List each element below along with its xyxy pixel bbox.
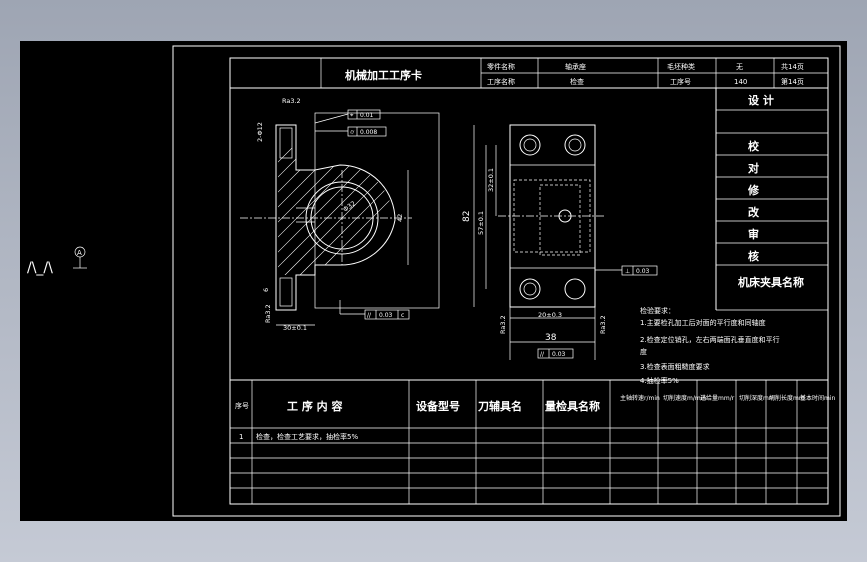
svg-text:2.检查定位销孔，左右两端面孔垂直度和平行: 2.检查定位销孔，左右两端面孔垂直度和平行 bbox=[640, 335, 780, 344]
col-seq: 序号 bbox=[235, 401, 249, 410]
svg-text:检验要求：: 检验要求： bbox=[640, 306, 675, 315]
svg-text:1.主要检孔加工后对面的平行度和同轴度: 1.主要检孔加工后对面的平行度和同轴度 bbox=[640, 318, 766, 327]
svg-text:3.检查表面粗糙度要求: 3.检查表面粗糙度要求 bbox=[640, 362, 710, 371]
svg-text:Ra3.2: Ra3.2 bbox=[499, 315, 507, 334]
svg-text:0.03: 0.03 bbox=[379, 312, 393, 319]
col-time: 基本时间min bbox=[800, 394, 836, 402]
check-char-3: 修 bbox=[747, 183, 760, 197]
svg-text:57±0.1: 57±0.1 bbox=[477, 211, 485, 235]
svg-text:⌖: ⌖ bbox=[350, 112, 354, 119]
tolerance-frame-cyl: ⌭ 0.008 bbox=[347, 126, 387, 137]
svg-text:6: 6 bbox=[262, 288, 270, 292]
check-char-1: 校 bbox=[748, 139, 760, 153]
process-name-value: 检查 bbox=[570, 77, 584, 86]
part-name-label: 零件名称 bbox=[487, 62, 515, 71]
col-tools: 刀辅具名 bbox=[478, 399, 522, 413]
card-title: 机械加工工序卡 bbox=[345, 68, 422, 82]
inner-frame bbox=[229, 57, 829, 505]
svg-text:0.03: 0.03 bbox=[636, 268, 650, 275]
col-content: 工 序 内 容 bbox=[287, 399, 343, 413]
process-name-label: 工序名称 bbox=[487, 77, 515, 86]
svg-text:Ra3.2: Ra3.2 bbox=[264, 304, 272, 323]
page-no: 第14页 bbox=[781, 77, 804, 86]
row-no: 1 bbox=[239, 433, 243, 441]
svg-text:20±0.3: 20±0.3 bbox=[538, 311, 562, 319]
design-label: 设 计 bbox=[748, 93, 774, 107]
svg-text:A: A bbox=[77, 249, 82, 257]
col-speed: 切削速度m/min bbox=[663, 394, 706, 402]
tolerance-frame-parallel: // 0.03 c bbox=[364, 309, 410, 320]
col-gauges: 量检具名称 bbox=[545, 399, 600, 413]
front-view[interactable]: 82 57±0.1 32±0.1 20±0.3 38 // 0.03 ⊥ 0.0… bbox=[462, 124, 658, 360]
blank-value: 无 bbox=[736, 63, 743, 71]
model-space[interactable] bbox=[20, 41, 847, 521]
total-pages: 共14页 bbox=[781, 62, 804, 71]
check-char-5: 审 bbox=[748, 227, 759, 241]
svg-text://: // bbox=[367, 312, 372, 319]
process-no-value: 140 bbox=[734, 78, 747, 86]
svg-text:Ra3.2: Ra3.2 bbox=[282, 97, 301, 105]
col-spindle: 主轴转速r/min bbox=[620, 394, 660, 402]
svg-text:⌭: ⌭ bbox=[350, 129, 355, 136]
tolerance-frame-parallel-2: // 0.03 bbox=[537, 348, 574, 359]
svg-text://: // bbox=[540, 351, 545, 358]
tolerance-frame-perp: ⊥ 0.03 bbox=[621, 265, 658, 276]
svg-text:0.008: 0.008 bbox=[360, 129, 377, 136]
check-char-2: 对 bbox=[748, 161, 759, 175]
approval-column: 设 计 校 对 修 改 审 核 机床夹具名称 bbox=[715, 88, 828, 311]
svg-text:度: 度 bbox=[640, 347, 647, 356]
col-depth: 切削深度mm bbox=[739, 394, 775, 402]
svg-text:2-Φ12: 2-Φ12 bbox=[256, 122, 264, 142]
svg-text:Ra3.2: Ra3.2 bbox=[599, 315, 607, 334]
process-no-label: 工序号 bbox=[670, 77, 691, 86]
svg-text:82: 82 bbox=[462, 211, 472, 222]
check-char-4: 改 bbox=[748, 205, 760, 219]
svg-text:42: 42 bbox=[396, 214, 404, 222]
col-feed: 进给量mm/r bbox=[700, 394, 735, 402]
svg-text:c: c bbox=[401, 312, 404, 319]
fixture-label: 机床夹具名称 bbox=[738, 275, 804, 289]
sheet-border bbox=[172, 45, 841, 517]
wave-glyph: /\_/\ bbox=[27, 260, 53, 276]
svg-text:⊥: ⊥ bbox=[625, 268, 630, 275]
svg-text:0.01: 0.01 bbox=[360, 112, 374, 119]
svg-text:32±0.1: 32±0.1 bbox=[487, 168, 495, 192]
part-name-value: 轴承座 bbox=[565, 62, 586, 71]
col-length: 切削长度mm bbox=[769, 394, 805, 402]
col-equipment: 设备型号 bbox=[416, 399, 460, 413]
datum-symbol: A bbox=[73, 246, 87, 269]
tolerance-frame-flatness: ⌖ 0.01 bbox=[347, 109, 381, 120]
row-content: 检查，检查工艺要求，抽检率5% bbox=[256, 432, 358, 441]
process-table: 序号 工 序 内 容 设备型号 刀辅具名 量检具名称 主轴转速r/min 切削速… bbox=[230, 379, 836, 504]
blank-label: 毛坯种类 bbox=[667, 62, 695, 71]
svg-text:38: 38 bbox=[545, 333, 557, 343]
svg-text:30±0.1: 30±0.1 bbox=[283, 324, 307, 332]
check-char-6: 核 bbox=[748, 249, 759, 263]
title-block: 机械加工工序卡 零件名称 轴承座 工序名称 检查 毛坯种类 无 工序号 140 … bbox=[230, 58, 828, 89]
svg-text:0.03: 0.03 bbox=[552, 351, 566, 358]
